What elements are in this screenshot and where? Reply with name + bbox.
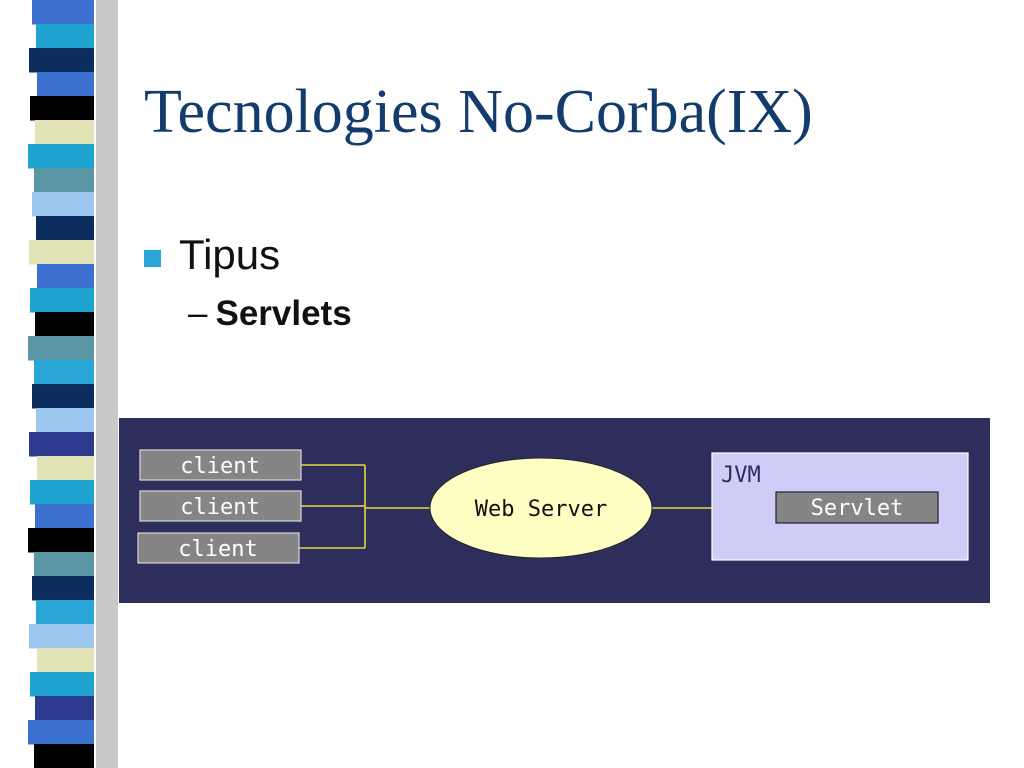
- stripe-band: [37, 648, 94, 673]
- stripe-band: [32, 576, 94, 601]
- sub-bullet-text: Servlets: [215, 294, 352, 333]
- client-box-3: client: [137, 532, 300, 564]
- stripe-band: [30, 672, 94, 697]
- stripe-band: [35, 120, 94, 145]
- stripe-band: [34, 168, 94, 193]
- client-box-2: client: [139, 490, 302, 522]
- stripe-band: [32, 384, 94, 409]
- stripe-band: [30, 288, 94, 313]
- stripe-band: [32, 0, 94, 25]
- stripe-band: [29, 48, 94, 73]
- stripe-band: [37, 456, 94, 481]
- stripe-band: [36, 216, 94, 241]
- stripe-edge: [96, 0, 118, 768]
- stripe-band: [36, 408, 94, 433]
- slide-title: Tecnologies No-Corba(IX): [144, 78, 813, 146]
- web-server-label: Web Server: [475, 497, 607, 522]
- stripe-band: [28, 720, 94, 745]
- stripe-band: [29, 432, 94, 457]
- stripe-band: [35, 696, 94, 721]
- web-server-node: Web Server: [429, 457, 653, 559]
- stripe-band: [28, 144, 94, 169]
- stripe-band: [36, 24, 94, 49]
- square-bullet-icon: [144, 249, 161, 267]
- sub-bullet-item: – Servlets: [188, 294, 352, 334]
- servlet-label: Servlet: [811, 496, 904, 521]
- stripe-band: [36, 600, 94, 625]
- servlet-architecture-diagram: client client client Web Server JVM Serv…: [119, 418, 990, 603]
- dash-bullet: –: [188, 294, 208, 333]
- stripe-band: [28, 528, 94, 553]
- bullet-item: Tipus: [144, 231, 281, 278]
- stripe-band: [32, 192, 94, 217]
- jvm-label: JVM: [721, 463, 761, 488]
- stripe-band: [30, 480, 94, 505]
- bullet-text: Tipus: [179, 231, 281, 278]
- stripe-band: [37, 72, 94, 97]
- stripe-band: [35, 504, 94, 529]
- stripe-band: [37, 264, 94, 289]
- servlet-box: Servlet: [775, 491, 939, 524]
- stripe-band: [28, 336, 94, 361]
- client-label: client: [178, 537, 257, 562]
- stripe-band: [34, 552, 94, 577]
- stripe-band: [34, 360, 94, 385]
- stripe-band: [34, 744, 94, 768]
- stripe-band: [30, 96, 94, 121]
- stripe-band: [35, 312, 94, 337]
- stripe-band: [29, 240, 94, 265]
- decorative-stripe: [28, 0, 118, 768]
- client-label: client: [180, 454, 259, 479]
- client-label: client: [180, 495, 259, 520]
- client-box-1: client: [139, 449, 302, 481]
- stripe-band: [29, 624, 94, 649]
